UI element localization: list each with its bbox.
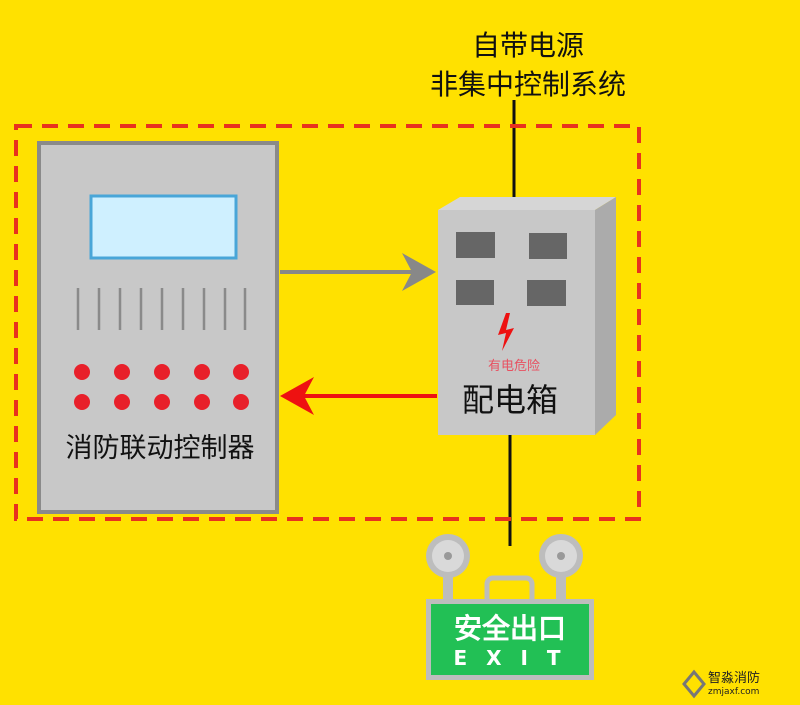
watermark-name: 智淼消防 bbox=[708, 670, 760, 686]
distribution-box-label: 配电箱 bbox=[462, 381, 558, 419]
controller-screen bbox=[89, 194, 238, 260]
emergency-exit-light: 安全出口 E X I T bbox=[426, 534, 594, 680]
lightning-icon bbox=[498, 313, 514, 351]
fire-linkage-controller: 消防联动控制器 bbox=[37, 141, 279, 514]
controller-vents bbox=[76, 288, 247, 330]
lamp-icon bbox=[539, 534, 583, 578]
lamp-icon bbox=[426, 534, 470, 578]
logo-icon bbox=[682, 669, 706, 699]
controller-label: 消防联动控制器 bbox=[66, 433, 255, 464]
watermark-site: zmjaxf.com bbox=[708, 687, 759, 697]
box-meters bbox=[456, 232, 567, 306]
distribution-box: 有电危险 配电箱 bbox=[438, 197, 616, 435]
title-line1: 自带电源 bbox=[472, 29, 584, 62]
danger-warning-text: 有电危险 bbox=[488, 359, 540, 374]
exit-sign-en: E X I T bbox=[453, 646, 566, 670]
title-line2: 非集中控制系统 bbox=[430, 68, 626, 101]
watermark-logo: 智淼消防 zmjaxf.com bbox=[682, 669, 760, 699]
exit-sign-cn: 安全出口 bbox=[454, 612, 566, 645]
system-boundary bbox=[14, 124, 641, 521]
red-arrow-to-controller bbox=[280, 377, 437, 415]
controller-indicator-lights bbox=[74, 364, 249, 410]
gray-arrow-to-box bbox=[280, 253, 436, 291]
